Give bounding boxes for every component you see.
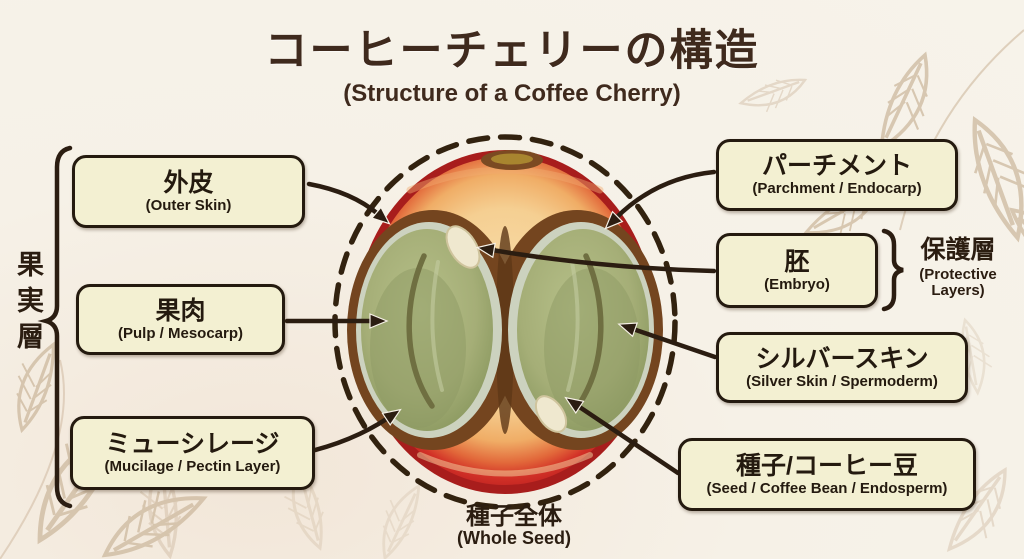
protective-layers-caption: 保護層 (Protective Layers)	[906, 236, 1010, 300]
label-pulp-en: (Pulp / Mesocarp)	[117, 324, 244, 342]
label-outer-skin-jp: 外皮	[163, 168, 214, 197]
whole-seed-jp: 種子全体	[466, 503, 562, 530]
label-embryo-jp: 胚	[784, 247, 810, 276]
arrow-seed	[564, 396, 681, 476]
label-parchment-en: (Parchment / Endocarp)	[752, 180, 922, 198]
label-embryo: 胚 (Embryo)	[716, 233, 878, 308]
label-embryo-en: (Embryo)	[764, 275, 830, 293]
arrow-mucilage	[300, 408, 402, 456]
arrow-outer-skin	[306, 181, 391, 225]
fruit-layer-caption: 果実層	[13, 250, 43, 358]
label-outer-skin-en: (Outer Skin)	[145, 196, 232, 214]
arrow-embryo	[475, 242, 717, 274]
label-silver-skin: シルバースキン (Silver Skin / Spermoderm)	[716, 332, 968, 403]
label-seed-en: (Seed / Coffee Bean / Endosperm)	[706, 479, 948, 497]
embryo-spots	[445, 225, 568, 433]
protective-layers-brace	[881, 228, 904, 312]
label-outer-skin: 外皮 (Outer Skin)	[72, 155, 305, 228]
arrow-silver-skin	[617, 322, 718, 360]
protective-layers-en: (Protective Layers)	[919, 265, 997, 299]
arrow-parchment	[604, 169, 717, 230]
whole-seed-en: (Whole Seed)	[456, 528, 571, 549]
label-seed-jp: 種子/コーヒー豆	[736, 451, 918, 480]
label-seed: 種子/コーヒー豆 (Seed / Coffee Bean / Endosperm…	[678, 438, 976, 511]
protective-layers-jp: 保護層	[920, 236, 996, 264]
label-pulp-jp: 果肉	[155, 296, 206, 325]
label-silver-skin-en: (Silver Skin / Spermoderm)	[746, 372, 938, 390]
label-parchment: パーチメント (Parchment / Endocarp)	[716, 139, 958, 211]
page-subtitle: (Structure of a Coffee Cherry)	[343, 80, 681, 107]
label-parchment-jp: パーチメント	[761, 152, 912, 181]
label-silver-skin-jp: シルバースキン	[755, 344, 929, 373]
label-mucilage: ミューシレージ (Mucilage / Pectin Layer)	[70, 416, 315, 490]
whole-seed-caption: 種子全体 (Whole Seed)	[388, 504, 640, 549]
cherry-illustration	[347, 150, 663, 494]
page-title: コーヒーチェリーの構造	[264, 27, 760, 75]
label-mucilage-jp: ミューシレージ	[105, 430, 280, 459]
label-mucilage-en: (Mucilage / Pectin Layer)	[104, 458, 281, 476]
fruit-layer-brace	[37, 145, 73, 509]
label-pulp: 果肉 (Pulp / Mesocarp)	[76, 284, 285, 355]
